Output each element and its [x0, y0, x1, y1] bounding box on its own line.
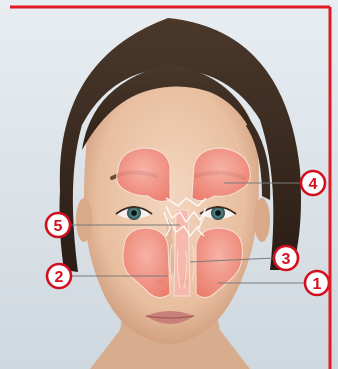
callout-5-label: 5 — [54, 218, 63, 235]
callout-1-label: 1 — [313, 276, 322, 293]
callout-4-label: 4 — [309, 176, 318, 193]
callout-5: 5 — [46, 213, 70, 237]
right-ear — [254, 198, 270, 242]
callout-3: 3 — [274, 246, 298, 270]
callout-3-label: 3 — [282, 251, 291, 268]
nasal-cavity — [174, 210, 190, 296]
callout-2: 2 — [47, 264, 71, 288]
callout-4: 4 — [301, 171, 325, 195]
left-ear — [76, 198, 92, 242]
callout-1: 1 — [305, 271, 329, 295]
callout-2-label: 2 — [55, 269, 64, 286]
